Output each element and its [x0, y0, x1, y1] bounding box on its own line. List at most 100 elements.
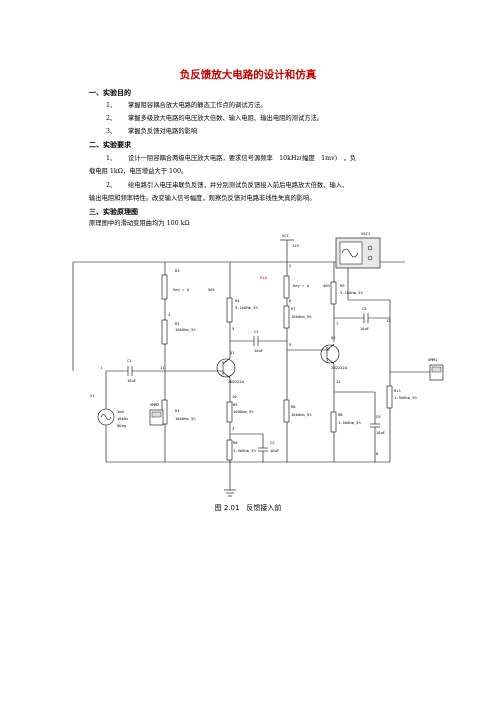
r6-resistor [226, 439, 233, 461]
purpose-text: 掌握负反馈对电路的影响 [128, 128, 198, 135]
r3-potentiometer [161, 274, 168, 300]
rs-label: R8 [338, 412, 343, 417]
node-label: 12 [336, 379, 341, 384]
r11-resistor [386, 385, 393, 409]
r1-label: R1 [175, 408, 180, 413]
r7-label: R7 [291, 306, 296, 311]
q2-collector [326, 343, 335, 351]
xsc1-label: XSC1 [361, 231, 371, 236]
requirement-num: 2、 [106, 182, 117, 189]
r4-resistor [226, 297, 233, 323]
node-label: 7 [336, 321, 338, 326]
node-label: 9 [289, 342, 292, 347]
r8-value: 10kOhm_5% [291, 412, 312, 417]
r9-resistor [330, 281, 337, 305]
requirement-text: 给电路引入电压串联负反馈，并分别测试负反馈接入前后电路放大倍数、输入、 [128, 182, 349, 189]
r5-value: 100Ohm_5% [233, 409, 254, 414]
purpose-text: 掌握阻容耦合放大电路的静态工作点的调试方法。 [128, 102, 267, 109]
r7-resistor [283, 305, 290, 329]
q2-model: 2N2222A [331, 365, 348, 370]
requirement-2-line-1: 2、 给电路引入电压串联负反馈，并分别测试负反馈接入前后电路放大倍数、输入、 [106, 180, 348, 189]
purpose-num: 3、 [106, 128, 117, 135]
r4-value: 5.1kOhm_5% [235, 305, 259, 310]
r10-percent: 40% [323, 283, 331, 288]
r8-resistor [283, 399, 290, 423]
r5-resistor [226, 401, 233, 423]
purpose-num: 1、 [106, 102, 117, 109]
r7-value: 10kOhm_5% [291, 314, 312, 319]
xsc1-screen [339, 241, 363, 265]
v1-frequency: 10kHz [117, 416, 128, 421]
q1-emitter [222, 371, 231, 379]
q2-transistor [320, 344, 340, 364]
node-label: 10 [232, 394, 237, 399]
page-title: 负反馈放大电路的设计和仿真 [179, 69, 317, 81]
schematic-note: 原理图中的滑动变阻曲均为 100 kΩ [89, 220, 190, 227]
c5-label: C5 [362, 306, 367, 311]
xmm2-display [151, 411, 162, 418]
q1-label: Q1 [230, 350, 235, 355]
requirement-num: 1、 [106, 155, 117, 162]
requirement-2-line-2: 输出电阻和频率特性。改变输入信号幅度，观察负反馈对电路非线性失真的影响。 [89, 195, 316, 202]
c1-label: C1 [127, 358, 132, 363]
requirement-1-line-2: 载电阻 1kΩ，电压增益大于 100。 [89, 168, 188, 175]
xmm1-label: XMM1 [428, 357, 438, 362]
section-heading-purpose: 一、实验目的 [89, 88, 131, 97]
v1-phase: 0Deg [117, 423, 126, 428]
rs-value: 1.5kOhm_5% [338, 420, 362, 425]
purpose-item-1: 1、 掌握阻容耦合放大电路的静态工作点的调试方法。 [106, 100, 267, 109]
node-label: 8 [376, 451, 379, 456]
r9-label: R9 [340, 283, 345, 288]
r3-label: R3 [175, 268, 180, 273]
r10-key: Key = A [293, 283, 310, 288]
r11-value: 1.5kOhm_5% [394, 395, 418, 400]
node-label: 4 [168, 312, 171, 317]
purpose-num: 2、 [106, 115, 117, 122]
q2-label: Q2 [331, 335, 336, 340]
q1-model: 2N2222A [228, 379, 245, 384]
r2-label: R2 [175, 321, 180, 326]
sine-icon [100, 414, 112, 420]
r6-label: R6 [233, 440, 238, 445]
r10-label: R10 [260, 275, 268, 280]
r3-key: Key = A [173, 287, 190, 292]
xmm1-display [431, 366, 442, 373]
node-label: 5 [232, 326, 234, 331]
q1-transistor [216, 358, 236, 378]
node-label: 2 [289, 263, 291, 268]
vcc-value: 12V [292, 243, 300, 248]
requirement-text: 设计一阻容耦合两级电压放大电路，要求信号源频率 10kHz(幅度 1mv) ，负 [128, 155, 356, 162]
r11-label: R11 [394, 388, 402, 393]
figure-caption: 图 2.01 反馈接入前 [214, 504, 282, 512]
q1-collector [222, 357, 231, 365]
v1-amplitude: 1mV [117, 409, 125, 414]
requirement-1-line-1: 1、 设计一阻容耦合两级电压放大电路，要求信号源频率 10kHz(幅度 1mv) … [106, 153, 356, 162]
r9-value: 5.1kOhm_5% [340, 290, 364, 295]
xsc1-knob [367, 245, 373, 251]
node-label: 3 [232, 426, 234, 431]
sine-icon [341, 248, 359, 258]
node-label: 6 [289, 298, 292, 303]
purpose-item-3: 3、 掌握负反馈对电路的影响 [106, 126, 197, 135]
r3-percent: 50% [208, 287, 216, 292]
r8-label: R8 [291, 404, 296, 409]
r4-label: R4 [235, 298, 240, 303]
r2-resistor [161, 319, 168, 345]
c2-label: C2 [270, 440, 275, 445]
v1-label: V1 [90, 393, 95, 398]
node-label: 11 [160, 365, 165, 370]
c3-label: C3 [254, 329, 259, 334]
r5-label: R5 [233, 402, 238, 407]
node-label: 13 [386, 318, 391, 323]
node-label: 1 [100, 365, 103, 370]
q2-emitter [326, 357, 335, 365]
purpose-item-2: 2、 掌握多级放大电路的电压放大倍数、输入电阻、输出电阻的测试方法。 [106, 113, 323, 122]
r10-potentiometer [283, 275, 290, 299]
purpose-text: 掌握多级放大电路的电压放大倍数、输入电阻、输出电阻的测试方法。 [128, 115, 324, 122]
xmm2-label: XMM2 [150, 402, 159, 407]
c2-value: 10uF [270, 448, 280, 453]
c1-value: 10uF [127, 378, 137, 383]
r6-value: 1.5kOhm_5% [233, 448, 257, 453]
